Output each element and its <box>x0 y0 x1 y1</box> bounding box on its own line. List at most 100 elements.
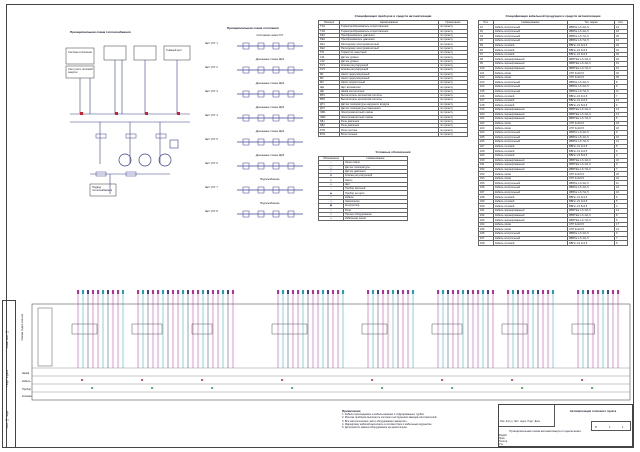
connection-node <box>381 387 383 389</box>
dist-item-label: Водоснабжение <box>260 178 280 181</box>
wire-terminal <box>457 290 459 294</box>
notes-title: Примечания <box>342 409 361 413</box>
wire-terminal <box>577 290 579 294</box>
wire-terminal <box>117 290 119 294</box>
connection-node <box>451 387 453 389</box>
dist-item-drawing <box>237 42 303 50</box>
terminal-block <box>191 323 213 335</box>
wire-terminal <box>602 290 604 294</box>
wire-terminal <box>607 290 609 294</box>
dist-item-tag: Щит УСГ 7 <box>205 186 218 189</box>
dist-item-tag: Щит УСГ 3 <box>205 90 218 93</box>
wire-terminal <box>597 290 599 294</box>
wire-terminal <box>97 290 99 294</box>
wire-terminal <box>327 290 329 294</box>
wire-terminal <box>297 290 299 294</box>
side-label-sign: Подп. и дата <box>5 370 9 387</box>
dist-item-tag: Щит УСГ 4 <box>205 114 218 117</box>
dist-item-label: Дренажные схемы ЩК5 <box>255 154 285 157</box>
wire-terminal <box>407 290 409 294</box>
terminal-block <box>71 323 98 335</box>
wire-terminal <box>452 290 454 294</box>
legend-title: Условные обозначения <box>375 150 411 154</box>
wire-terminal <box>142 290 144 294</box>
wire-terminal <box>312 290 314 294</box>
notes-block: Примечания 1. Кабели прокладывать в кабе… <box>342 409 500 430</box>
wire-terminal <box>322 290 324 294</box>
wire-terminal <box>512 290 514 294</box>
connection-diagram: Схема подключения Шкаф Кабель Прибор Кле… <box>18 284 632 402</box>
connection-svg <box>31 290 631 401</box>
wire-terminal <box>532 290 534 294</box>
wire-terminal <box>277 290 279 294</box>
connection-left-label: Схема подключения <box>20 314 24 341</box>
wire-terminal <box>282 290 284 294</box>
wire-terminal <box>492 290 494 294</box>
wire-terminal <box>122 290 124 294</box>
connection-node <box>291 387 293 389</box>
wire-terminal <box>517 290 519 294</box>
wire-terminal <box>372 290 374 294</box>
table-cell: БП1 <box>318 131 340 138</box>
power-label-supply: Подвод теплоснабжения <box>92 186 113 192</box>
side-strip <box>2 300 16 448</box>
dist-item-tag: Щит УСГ 8 <box>205 210 218 213</box>
wire-terminal <box>447 290 449 294</box>
wire-terminal <box>197 290 199 294</box>
dist-item-label: Дренажные схемы ЩК1 <box>255 58 285 61</box>
cabinet-box <box>37 307 53 367</box>
stamp-sheet-title: Принципиальная схема автоматизации и под… <box>509 429 581 433</box>
wire-terminal <box>187 290 189 294</box>
stamp-col: Лист <box>513 421 519 423</box>
wire-terminal <box>207 290 209 294</box>
wire-terminal <box>167 290 169 294</box>
wire-terminal <box>377 290 379 294</box>
table-cell: К48 <box>478 240 494 246</box>
wire-terminal <box>507 290 509 294</box>
connection-node <box>441 379 443 381</box>
legend-symbol-icon: ━ <box>318 216 344 222</box>
side-label-inv: Инв. № подл. <box>5 410 9 429</box>
note-item: 4. Маркировку кабелей выполнить в соотве… <box>342 422 432 426</box>
conn-row-label-1: Кабель <box>22 380 31 383</box>
dist-item-label: Дренажные схемы ЩК4 <box>255 130 285 133</box>
wire-terminal <box>222 290 224 294</box>
dist-item-tag: Щит УСГ 2 <box>205 66 218 69</box>
wire-terminal <box>147 290 149 294</box>
stamp-role: Н.контр. <box>499 441 508 443</box>
stamp-role: Пров. <box>499 438 506 440</box>
stamp-role: Разраб. <box>499 435 508 437</box>
wire-terminal <box>107 290 109 294</box>
wire-terminal <box>462 290 464 294</box>
dist-item-drawing <box>237 66 303 74</box>
wire-terminal <box>232 290 234 294</box>
table-cell: по проекту <box>438 131 468 138</box>
wire-terminal <box>472 290 474 294</box>
terminal-block <box>361 323 388 335</box>
note-item: 1. Кабели прокладывать в кабель-каналах … <box>342 413 425 417</box>
dist-item-drawing <box>237 138 303 146</box>
stamp-roles: Разраб. Пров. Н.контр. Утв. <box>499 435 508 447</box>
wire-terminal <box>177 290 179 294</box>
terminal-block <box>431 323 463 335</box>
wire-terminal <box>102 290 104 294</box>
wire-terminal <box>547 290 549 294</box>
note-item: 5. Допускается замена оборудования на ан… <box>342 426 408 430</box>
dist-item-label: Дренажные схемы ЩК3 <box>255 106 285 109</box>
legend-row: ━Кабельная линия <box>318 216 408 222</box>
connection-node <box>211 387 213 389</box>
power-scheme-title: Принципиальная схема теплоснабжения <box>70 30 131 34</box>
terminal-block <box>271 323 308 335</box>
wire-terminal <box>342 290 344 294</box>
dist-item-tag: Щит УСГ 5 <box>205 138 218 141</box>
wire-terminal <box>387 290 389 294</box>
wire-terminal <box>552 290 554 294</box>
wire-terminal <box>587 290 589 294</box>
wire-terminal <box>137 290 139 294</box>
wire-terminal <box>92 290 94 294</box>
